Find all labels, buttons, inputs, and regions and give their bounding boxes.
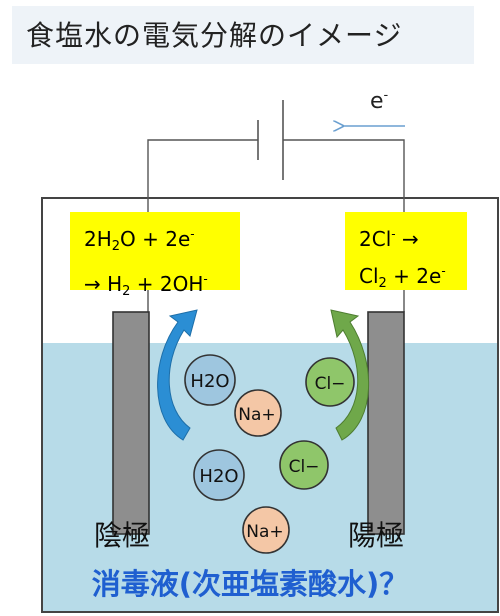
na-label-1: Na+ — [238, 405, 275, 425]
cl-ion-1 — [305, 357, 355, 407]
cathode-arrow — [157, 309, 198, 441]
anode-reaction-line1: 2Cl- → — [359, 227, 419, 251]
diagram-title: 食塩水の電気分解のイメージ — [26, 19, 403, 52]
anode-reaction-box: 2Cl- → Cl2 + 2e- — [345, 212, 467, 291]
cathode-reaction-box: 2H2O + 2e- → H2 + 2OH- — [70, 212, 240, 299]
na-label-2: Na+ — [246, 522, 283, 542]
cl-label-1: Cl− — [315, 374, 346, 394]
cathode-label: 陰極 — [94, 519, 151, 552]
cathode-electrode — [112, 311, 150, 535]
anode-electrode — [367, 311, 405, 535]
cathode-reaction-line2: → H2 + 2OH- — [84, 272, 208, 299]
cl-label-2: Cl− — [289, 457, 320, 477]
anode-arrow — [330, 309, 370, 441]
h2o-label-1: H2O — [190, 371, 229, 392]
cl-ion-2 — [279, 440, 329, 490]
title-bar — [12, 6, 474, 64]
anode-reaction-line2: Cl2 + 2e- — [359, 264, 446, 291]
na-ion-1 — [234, 389, 282, 437]
electron-label: e- — [370, 88, 389, 114]
bottom-question: 消毒液(次亜塩素酸水)？ — [91, 567, 409, 601]
anode-label: 陽極 — [348, 519, 405, 552]
h2o-label-2: H2O — [199, 466, 238, 487]
h2o-molecule-2 — [193, 449, 245, 501]
cathode-reaction-line1: 2H2O + 2e- — [84, 227, 195, 254]
h2o-molecule-1 — [184, 354, 236, 406]
na-ion-2 — [242, 506, 290, 554]
